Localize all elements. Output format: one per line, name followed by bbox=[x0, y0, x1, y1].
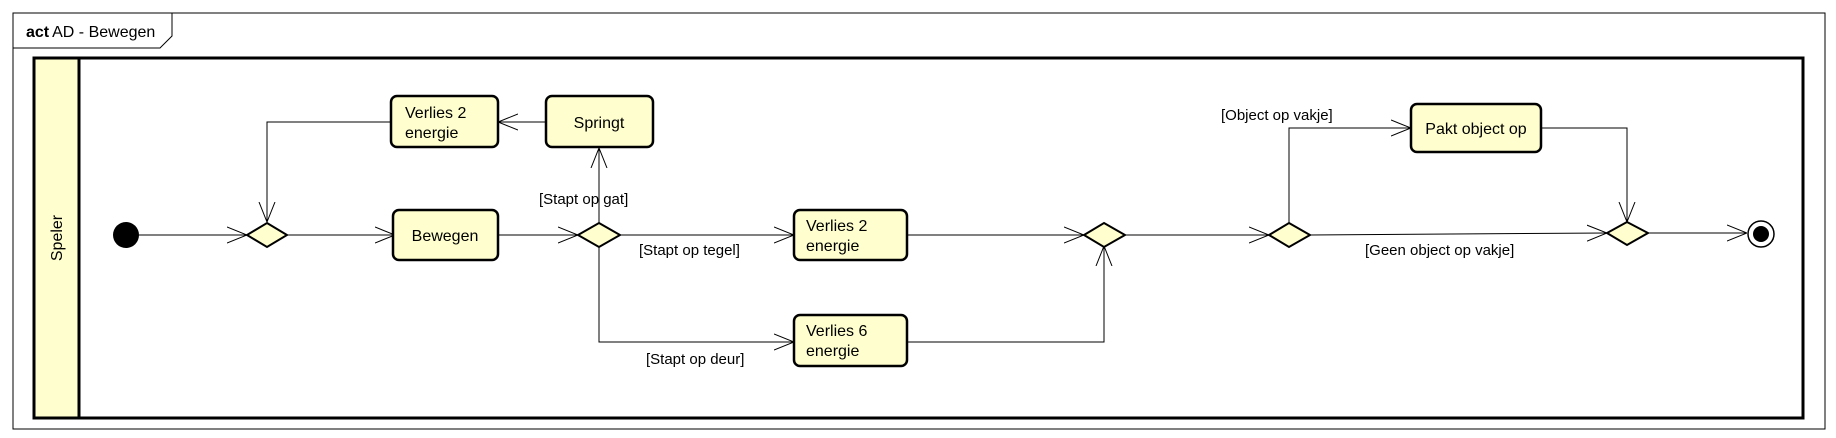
verlies2-mid-label: Verlies 2 energie bbox=[806, 218, 872, 255]
decision-node-1 bbox=[575, 221, 623, 249]
guard-stapt-op-gat: [Stapt op gat] bbox=[539, 191, 628, 208]
edge-pakt-to-merge3 bbox=[1541, 127, 1627, 222]
action-verlies-6-energie bbox=[792, 313, 909, 368]
guard-stapt-op-deur: [Stapt op deur] bbox=[646, 351, 744, 368]
pakt-label: Pakt object op bbox=[1425, 121, 1527, 138]
edge-verlies2-to-merge bbox=[267, 121, 391, 222]
action-verlies-2-energie-top bbox=[389, 94, 500, 149]
verlies2-top-label: Verlies 2 energie bbox=[405, 105, 471, 142]
edge-verlies6-to-merge2 bbox=[907, 246, 1104, 343]
verlies6-label: Verlies 6 energie bbox=[806, 323, 872, 360]
diagram-frame bbox=[12, 12, 1826, 430]
initial-node bbox=[113, 222, 139, 248]
bewegen-label: Bewegen bbox=[412, 228, 479, 245]
merge-node-2 bbox=[1082, 221, 1128, 249]
edge-stapt-op-deur bbox=[598, 247, 794, 342]
frame-title-tab bbox=[13, 13, 173, 49]
edge-object-op-vakje bbox=[1288, 128, 1411, 223]
merge-node-1 bbox=[245, 221, 289, 249]
springt-label: Springt bbox=[574, 115, 625, 132]
action-pakt-object-op bbox=[1409, 102, 1543, 154]
action-bewegen bbox=[391, 208, 500, 262]
guard-geen-object-op-vakje: [Geen object op vakje] bbox=[1365, 242, 1514, 259]
guard-object-op-vakje: [Object op vakje] bbox=[1221, 107, 1333, 124]
guard-stapt-op-tegel: [Stapt op tegel] bbox=[639, 242, 740, 259]
action-springt bbox=[544, 94, 655, 149]
swimlane-header bbox=[32, 56, 81, 420]
decision-node-2 bbox=[1267, 221, 1313, 249]
final-node-inner bbox=[1753, 226, 1769, 242]
merge-node-3 bbox=[1604, 220, 1651, 247]
swimlane-label: Speler bbox=[49, 214, 66, 261]
edge-geen-object bbox=[1309, 233, 1607, 235]
action-verlies-2-energie bbox=[792, 208, 909, 262]
